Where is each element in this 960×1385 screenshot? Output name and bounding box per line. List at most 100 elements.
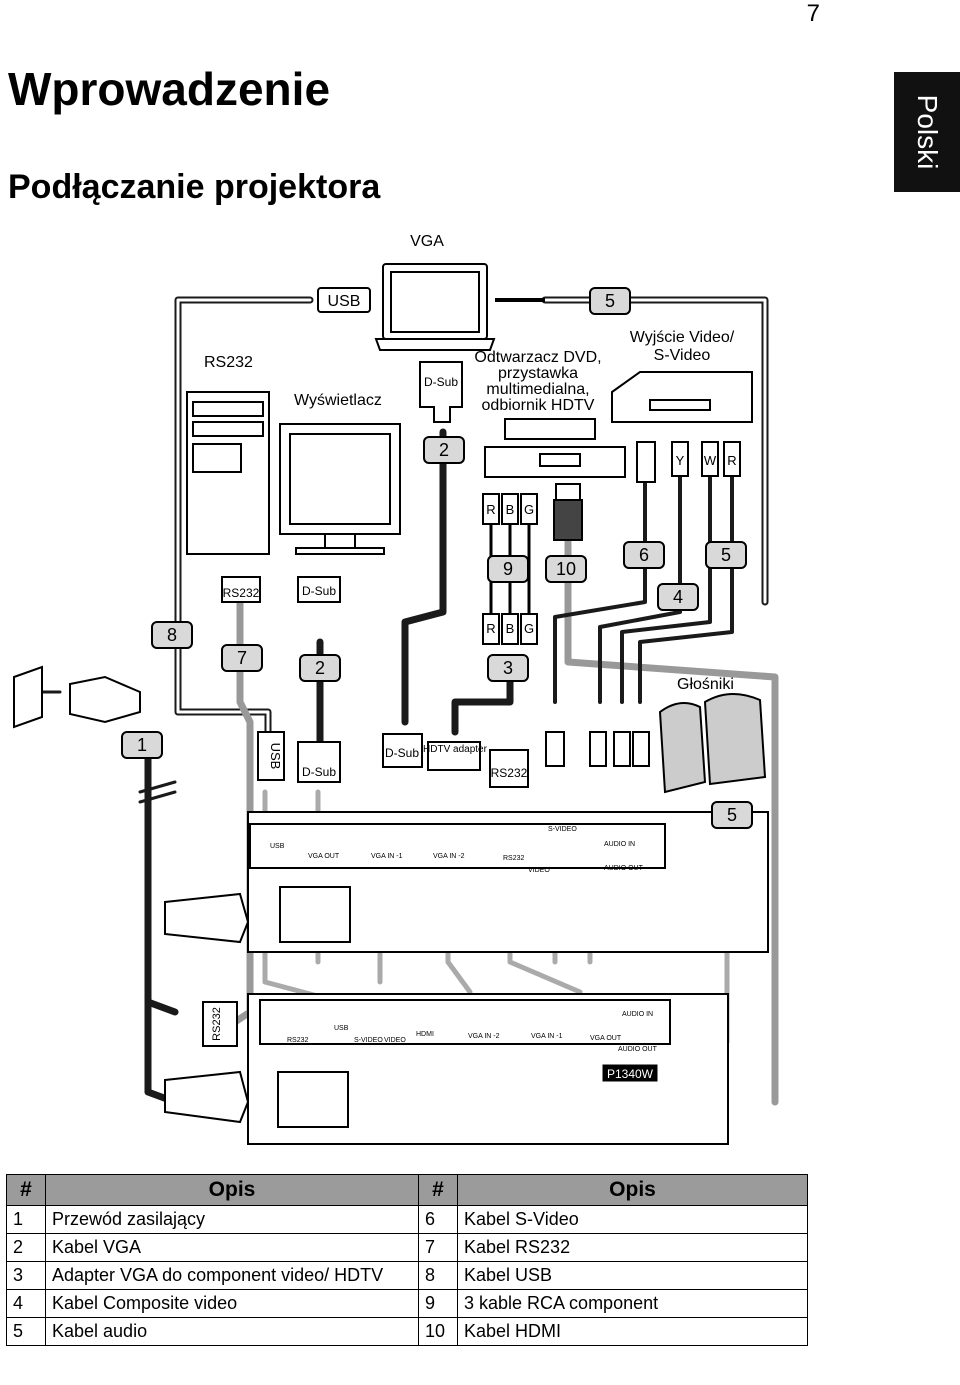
svg-text:USB: USB <box>334 1025 349 1032</box>
av-plugs-bottom <box>545 731 650 767</box>
laptop-icon <box>374 263 496 351</box>
dvd-player-icon <box>484 418 626 478</box>
callout-badge-label: 2 <box>315 658 325 678</box>
connection-diagram: VGA USB RS232 Wyświetlacz D-Sub Odtwarza… <box>0 222 960 1162</box>
description-table: # Opis # Opis 1 Przewód zasilający 6 Kab… <box>6 1174 808 1346</box>
svg-text:D-Sub: D-Sub <box>385 746 419 760</box>
svg-text:G: G <box>524 621 534 636</box>
svg-text:VGA OUT: VGA OUT <box>590 1035 622 1042</box>
monitor-icon <box>279 423 401 555</box>
callout-badge-label: 8 <box>167 625 177 645</box>
usb-connector-top: USB <box>317 287 371 313</box>
svg-text:D-Sub: D-Sub <box>302 584 336 598</box>
callout-badge-label: 9 <box>503 559 513 579</box>
svg-text:Y: Y <box>676 453 685 468</box>
callout-badge-label: 1 <box>137 735 147 755</box>
table-header-num-1: # <box>6 1174 46 1206</box>
svg-text:RS232: RS232 <box>491 766 528 780</box>
svg-text:D-Sub: D-Sub <box>302 765 336 779</box>
rs232-pc-connector <box>221 576 261 603</box>
speakers-icon <box>658 693 767 794</box>
callout-badge-label: 3 <box>503 658 513 678</box>
svg-text:AUDIO OUT: AUDIO OUT <box>604 865 644 872</box>
rca-plugs-top <box>482 493 538 645</box>
callout-badge <box>299 654 341 682</box>
svg-text:AUDIO OUT: AUDIO OUT <box>618 1046 658 1053</box>
callout-badge-label: 10 <box>556 559 576 579</box>
table-header-num-2: # <box>418 1174 458 1206</box>
language-tab-label: Polski <box>912 94 943 170</box>
table-header-desc-1: Opis <box>45 1174 419 1206</box>
svg-text:R: R <box>486 502 495 517</box>
display-label: Wyświetlacz <box>294 392 382 409</box>
dsub-hdtv-connector <box>382 733 423 768</box>
dsub-proj-connector <box>297 741 341 783</box>
hdtv-adapter-connector <box>427 741 481 771</box>
svg-text:Odtwarzacz DVD,: Odtwarzacz DVD, <box>474 349 601 366</box>
svg-text:R: R <box>486 621 495 636</box>
video-out-label: Wyjście Video/ S-Video <box>630 329 735 364</box>
table-row: 5 Kabel audio 10 Kabel HDMI <box>6 1317 808 1346</box>
svg-text:RS232: RS232 <box>223 586 260 600</box>
vga-cable-laptop <box>401 428 447 726</box>
vcr-icon <box>611 371 753 423</box>
svg-text:G: G <box>524 502 534 517</box>
svg-text:HDMI: HDMI <box>416 1031 434 1038</box>
projector-1 <box>247 811 769 953</box>
av-plugs-top <box>636 441 741 483</box>
usb-proj-connector <box>257 731 285 781</box>
callout-badge <box>657 583 699 611</box>
projector-1-port-labels: USB VGA OUT VGA IN -1 VGA IN -2 RS232 VI… <box>270 826 644 874</box>
vga-label: VGA <box>410 233 444 250</box>
table-row: 3 Adapter VGA do component video/ HDTV 8… <box>6 1261 808 1290</box>
hdmi-cable <box>564 538 779 1106</box>
table-header-desc-2: Opis <box>457 1174 808 1206</box>
svg-text:AUDIO IN: AUDIO IN <box>604 841 635 848</box>
power-connector-icon <box>164 892 250 1124</box>
hdmi-plug <box>553 483 583 541</box>
page-number: 7 <box>806 0 820 27</box>
callout-badge <box>711 801 753 829</box>
svg-text:USB: USB <box>268 743 283 770</box>
callout-badge <box>151 621 193 649</box>
callout-badge <box>487 654 529 682</box>
dsub-laptop-connector <box>419 361 463 423</box>
callout-badge-label: 4 <box>673 587 683 607</box>
callout-badge <box>545 555 587 583</box>
svg-text:VIDEO: VIDEO <box>528 867 550 874</box>
power-plug-icon <box>69 675 141 724</box>
svg-text:RS232: RS232 <box>287 1037 309 1044</box>
callout-badge <box>589 287 631 315</box>
svg-text:B: B <box>506 502 515 517</box>
rs232-pc-label: RS232 <box>204 354 253 371</box>
callout-badge-label: 5 <box>727 805 737 825</box>
language-tab: Polski <box>894 72 960 192</box>
callout-badge <box>487 555 529 583</box>
svg-text:HDTV adapter: HDTV adapter <box>423 744 488 755</box>
table-row: 4 Kabel Composite video 9 3 kable RCA co… <box>6 1289 808 1318</box>
composite-cable <box>598 470 682 704</box>
svg-text:S-Video: S-Video <box>654 347 711 364</box>
callout-badge-label: 5 <box>605 291 615 311</box>
svg-text:RS232: RS232 <box>211 1007 223 1041</box>
callout-badge <box>423 436 465 464</box>
svg-text:VGA IN -2: VGA IN -2 <box>433 853 465 860</box>
svg-text:USB: USB <box>328 293 361 310</box>
callout-badge <box>705 541 747 569</box>
svg-text:VGA IN -1: VGA IN -1 <box>371 853 403 860</box>
svg-text:RS232: RS232 <box>503 855 525 862</box>
svg-text:B: B <box>506 621 515 636</box>
dvd-label: Odtwarzacz DVD, przystawka multimedialna… <box>474 349 601 414</box>
table-row: 2 Kabel VGA 7 Kabel RS232 <box>6 1233 808 1262</box>
pc-tower-icon <box>186 391 270 555</box>
svg-text:P1340W: P1340W <box>607 1067 654 1081</box>
svg-text:VGA OUT: VGA OUT <box>308 853 340 860</box>
callout-badge-label: 7 <box>237 648 247 668</box>
svg-text:multimedialna,: multimedialna, <box>486 381 589 398</box>
rs232-proj-connector <box>489 749 529 788</box>
model-badge: P1340W <box>602 1064 658 1082</box>
callout-badge <box>121 731 163 759</box>
callout-badge <box>623 541 665 569</box>
svg-text:VGA IN -2: VGA IN -2 <box>468 1033 500 1040</box>
